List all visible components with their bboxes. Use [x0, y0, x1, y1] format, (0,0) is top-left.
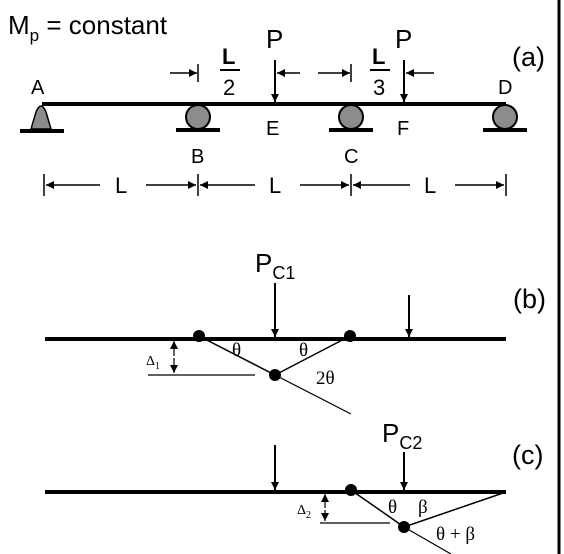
panel-c: (c) PC2 θ β θ + β Δ2: [45, 418, 543, 554]
angle-theta-c: θ: [388, 497, 397, 518]
span-label-cd: L: [424, 173, 436, 198]
load-label-p-f: P: [395, 24, 412, 54]
panel-b: (b) PC1 θ θ 2θ Δ1: [45, 248, 546, 415]
panel-a-label: (a): [512, 42, 545, 72]
point-label-c: C: [344, 146, 358, 168]
plastic-hinge-c2: [345, 484, 357, 496]
plastic-hinge-b: [193, 330, 205, 342]
span-label-ab: L: [115, 173, 127, 198]
roller-support-b: [176, 104, 220, 132]
mechanism-link-right: [274, 335, 351, 376]
dimension-l-third: L 3: [318, 44, 434, 100]
angle-theta-right: θ: [299, 340, 308, 361]
mechanism-link-c-right: [403, 491, 507, 528]
dimension-l-half: L 2: [170, 44, 300, 100]
span-dimension-row: L L L: [43, 173, 507, 198]
angle-beta-c: β: [418, 497, 428, 518]
mp-constant-label: Mp = constant: [8, 10, 168, 45]
svg-text:3: 3: [373, 75, 385, 100]
delta2-label: Δ2: [297, 503, 311, 521]
point-label-f: F: [397, 118, 409, 140]
svg-text:L: L: [372, 44, 385, 69]
mechanism-extension: [274, 374, 352, 415]
plastic-hinge-c: [344, 330, 356, 342]
roller-support-c: [329, 104, 373, 132]
span-label-bc: L: [269, 173, 281, 198]
angle-theta-left: θ: [232, 340, 241, 361]
pin-support-a: [20, 105, 64, 133]
plastic-hinge-e: [269, 369, 281, 381]
mechanism-link-c-left: [350, 489, 405, 528]
mechanism-link-left: [198, 335, 276, 376]
roller-support-d: [483, 104, 527, 132]
angle-two-theta: 2θ: [316, 368, 335, 389]
mechanism-extension-c: [403, 526, 452, 554]
angle-theta-plus-beta: θ + β: [436, 524, 475, 545]
panel-a: (a) A B E C F D P P: [20, 24, 545, 198]
point-label-d: D: [498, 77, 512, 99]
panel-c-label: (c): [512, 440, 543, 470]
load-label-p-e: P: [266, 24, 283, 54]
plastic-hinge-f: [398, 521, 410, 533]
point-label-e: E: [266, 118, 279, 140]
panel-b-label: (b): [513, 284, 546, 314]
load-label-pc2: PC2: [382, 418, 422, 453]
point-label-a: A: [31, 77, 45, 99]
svg-text:2: 2: [223, 75, 235, 100]
svg-text:L: L: [222, 44, 235, 69]
load-label-pc1: PC1: [255, 248, 295, 283]
delta1-label: Δ1: [146, 354, 160, 372]
point-label-b: B: [191, 146, 204, 168]
